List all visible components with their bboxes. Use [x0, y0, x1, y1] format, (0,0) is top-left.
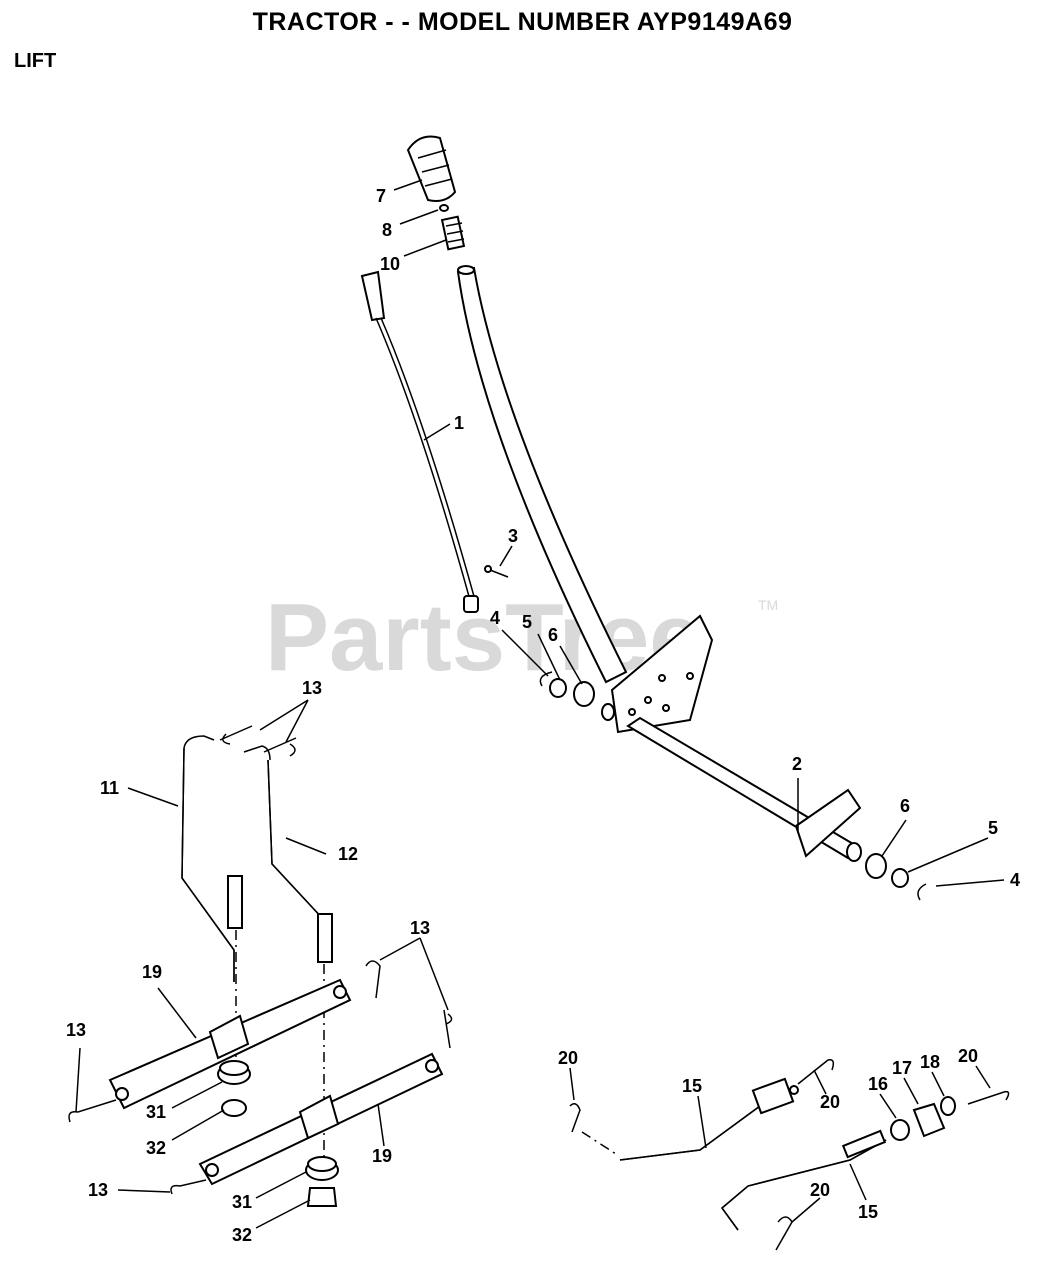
- part-13-clips-right: [365, 960, 453, 1049]
- callout-13: 13: [302, 678, 322, 698]
- callout-6-right: 6: [900, 796, 910, 816]
- callout-13-left: 13: [66, 1020, 86, 1040]
- section-label: LIFT: [14, 50, 57, 72]
- callout-20-mid: 20: [820, 1092, 840, 1112]
- part-11-link: [181, 735, 243, 982]
- part-13-clips-top: [219, 725, 297, 757]
- left-washers: [539, 671, 615, 721]
- callout-6: 6: [548, 625, 558, 645]
- callout-8: 8: [382, 220, 392, 240]
- callout-13-lower: 13: [88, 1180, 108, 1200]
- callout-20-right: 20: [958, 1046, 978, 1066]
- right-washers: [865, 853, 927, 901]
- part-10-spring: [440, 215, 466, 251]
- part-13-clips-lower: [68, 1099, 207, 1195]
- parts-16-17-18: [890, 1096, 956, 1141]
- callout-18: 18: [920, 1052, 940, 1072]
- callout-5: 5: [522, 612, 532, 632]
- alignment-line-15: [581, 1131, 617, 1155]
- part-20-clips: [569, 1058, 1010, 1251]
- part-7-grip: [406, 135, 457, 202]
- leader-lines: [75, 179, 1005, 1229]
- part-31-32-lower: [305, 1156, 339, 1207]
- callout-1: 1: [454, 413, 464, 433]
- callout-4-right: 4: [1010, 870, 1020, 890]
- callout-17: 17: [892, 1058, 912, 1078]
- callout-12: 12: [338, 844, 358, 864]
- callout-16: 16: [868, 1074, 888, 1094]
- callout-13-right: 13: [410, 918, 430, 938]
- callout-20-left: 20: [558, 1048, 578, 1068]
- part-19-arm-upper: [108, 978, 352, 1110]
- watermark: PartsTree: [265, 584, 703, 691]
- callout-19-upper: 19: [142, 962, 162, 982]
- part-19-arm-lower: [198, 1052, 444, 1186]
- part-3-pin: [484, 565, 509, 578]
- callout-19-lower: 19: [372, 1146, 392, 1166]
- callout-7: 7: [376, 186, 386, 206]
- callout-32-upper: 32: [146, 1138, 166, 1158]
- watermark-tm: TM: [758, 597, 778, 613]
- part-12-link: [243, 745, 333, 963]
- callout-5-right: 5: [988, 818, 998, 838]
- callout-20-lower: 20: [810, 1180, 830, 1200]
- part-1-rod: [360, 270, 479, 613]
- part-8: [439, 204, 449, 212]
- callout-11: 11: [100, 778, 119, 798]
- lift-lever: [456, 265, 628, 684]
- callout-3: 3: [508, 526, 518, 546]
- lift-bracket: [610, 614, 714, 734]
- part-15-rod-upper: [619, 1077, 799, 1161]
- page-title: TRACTOR - - MODEL NUMBER AYP9149A69: [252, 8, 793, 36]
- callout-2: 2: [792, 754, 802, 774]
- callout-15-lower: 15: [858, 1202, 878, 1222]
- callout-4: 4: [490, 608, 500, 628]
- callout-31-upper: 31: [146, 1102, 166, 1122]
- part-2-shaft: [626, 716, 862, 862]
- part-31-32-upper: [217, 1060, 251, 1117]
- callout-10: 10: [380, 254, 400, 274]
- callout-31-lower: 31: [232, 1192, 252, 1212]
- callout-32-lower: 32: [232, 1225, 252, 1245]
- part-15-rod-lower: [720, 1129, 887, 1231]
- callout-15-upper: 15: [682, 1076, 702, 1096]
